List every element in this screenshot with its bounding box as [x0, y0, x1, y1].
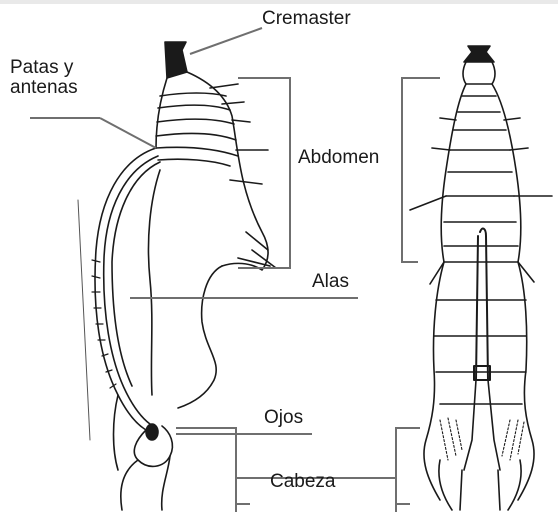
side-lower-body: [114, 395, 171, 510]
dorsal-lower-stripe: [464, 380, 500, 470]
label-ojos: Ojos: [264, 408, 303, 428]
bracket-cabeza-left: [176, 428, 236, 512]
label-cabeza: Cabeza: [270, 472, 336, 492]
side-eye: [146, 424, 158, 440]
dorsal-setae: [410, 118, 552, 284]
side-wing-case: [148, 170, 222, 408]
label-patas-antenas: Patas y antenas: [10, 58, 78, 98]
side-abdomen-outline: [156, 72, 268, 270]
bracket-abdomen-right: [402, 78, 440, 262]
bracket-abdomen-left: [238, 78, 290, 268]
side-left-line: [78, 200, 90, 440]
leader-patas-antenas-diag: [100, 118, 156, 148]
label-alas: Alas: [312, 272, 349, 292]
leader-lines: [30, 28, 440, 512]
dorsal-head-bottom: [439, 460, 521, 510]
dorsal-central-stripe: [476, 229, 488, 380]
side-view-pupa: [78, 42, 276, 510]
dorsal-wing-segments: [434, 300, 526, 404]
dorsal-head-hatch: [440, 418, 524, 460]
bracket-cabeza-right: [396, 428, 420, 512]
label-abdomen: Abdomen: [298, 148, 379, 168]
dorsal-cremaster-base: [463, 62, 495, 84]
side-cremaster: [165, 42, 187, 78]
dorsal-cremaster: [464, 46, 494, 62]
dorsal-body-right: [492, 84, 534, 500]
leader-cremaster: [190, 28, 262, 54]
dorsal-view-pupa: [410, 46, 552, 510]
label-cremaster: Cremaster: [262, 9, 351, 29]
